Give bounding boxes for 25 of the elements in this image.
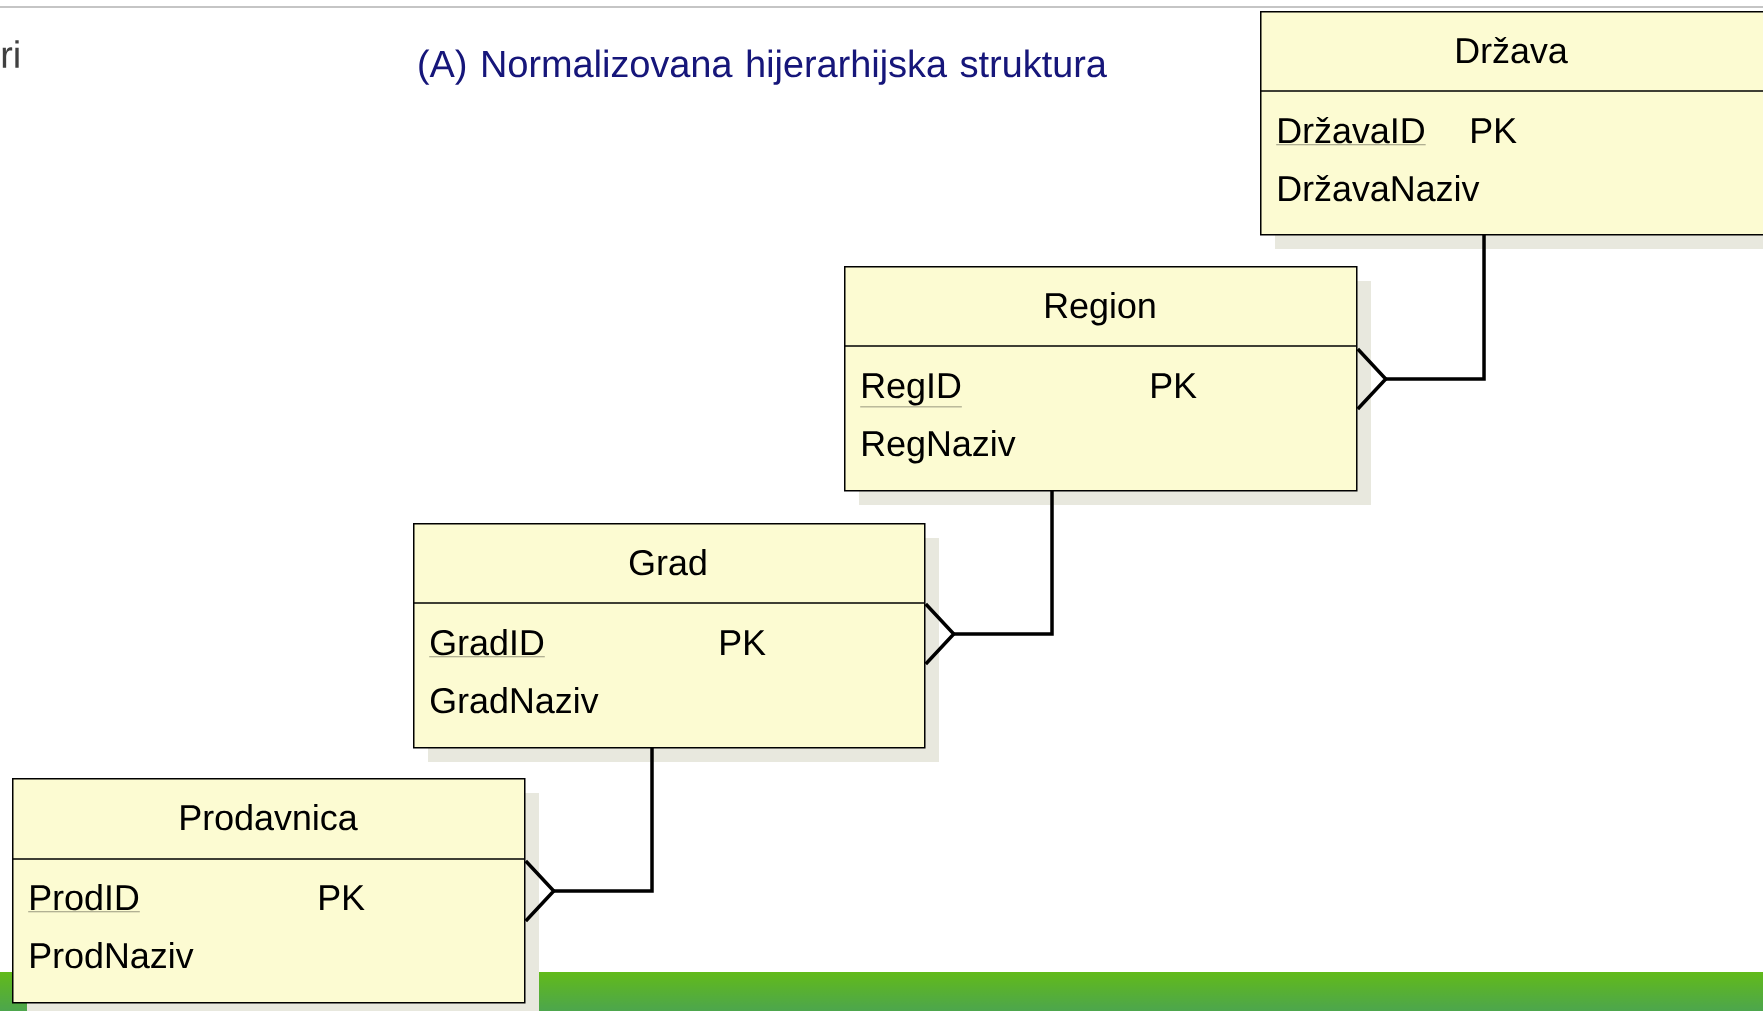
entity-name: Prodavnica [181, 804, 358, 831]
entity-name: Država [1457, 36, 1568, 64]
field-name: ProdNaziv [31, 942, 194, 969]
cut-off-text: ri [2, 40, 19, 68]
entity-name: Region [1046, 292, 1155, 326]
key-marker: PK [1472, 118, 1517, 143]
key-field: DržavaID [1276, 116, 1426, 145]
field-name: DržavaNaziv [1279, 174, 1480, 202]
key-field: GradID [429, 629, 545, 657]
key-field: ProdID [28, 884, 141, 912]
crows-foot-connector [924, 490, 1054, 666]
key-marker: PK [721, 630, 766, 655]
title: (A) Normalizovana hijerarhijska struktura [419, 49, 1107, 85]
entity-box [412, 523, 926, 749]
entity-box [1259, 11, 1763, 236]
field-name: GradNaziv [431, 687, 599, 714]
key-field: RegID [860, 373, 963, 408]
field-name: RegNaziv [863, 430, 1016, 464]
key-marker: PK [1152, 373, 1197, 398]
entity-box [843, 266, 1358, 492]
key-marker: PK [320, 885, 365, 910]
entity-name: Grad [629, 549, 706, 576]
crows-foot-connector [1356, 234, 1486, 411]
entity-box [11, 778, 526, 1004]
crows-foot-connector [524, 747, 654, 923]
